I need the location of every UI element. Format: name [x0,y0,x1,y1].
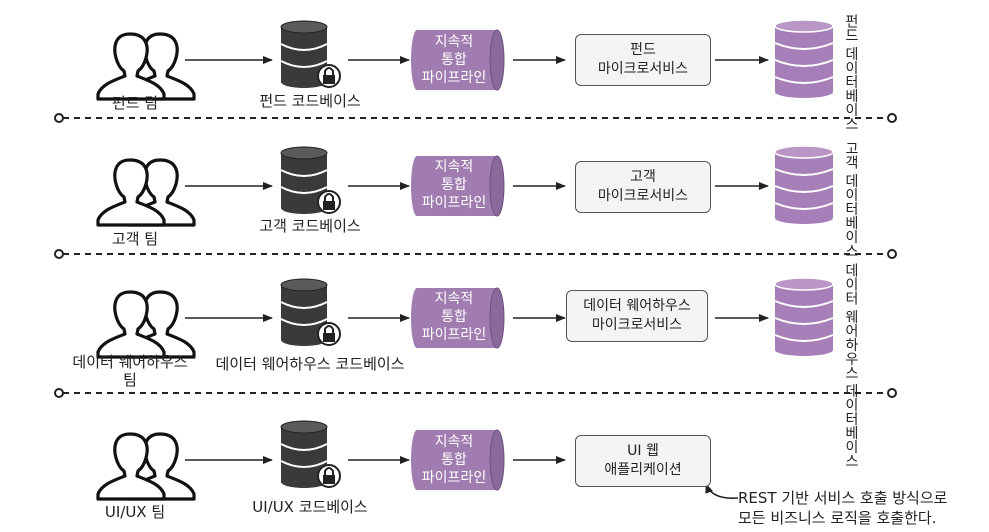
lock-icon-data-warehouse [317,322,341,346]
codebase-database-icon-uiux [280,420,341,488]
database-cylinder-icon-customer [774,145,834,224]
codebase-label-fund: 펀드 코드베이스 [259,92,361,110]
row-separator-1 [54,113,897,123]
row-separator-3 [54,388,897,398]
team-people-icon-uiux [96,432,196,501]
codebase-label-customer: 고객 코드베이스 [259,217,361,235]
codebase-database-icon-data-warehouse [280,278,341,346]
pipeline-cylinder-data-warehouse [411,287,505,349]
pipeline-cylinder-customer [411,155,505,217]
pipeline-cylinder-fund [411,29,505,91]
database-cylinder-icon-fund [774,19,834,98]
codebase-database-icon-fund [280,20,341,88]
codebase-database-icon-customer [280,146,341,214]
database-label-data-warehouse: 데이터 웨어하우스 데이터베이스 [843,263,859,468]
lock-icon-fund [317,64,341,88]
pipeline-cylinder-uiux [411,429,505,491]
database-cylinder-icon-data-warehouse [774,277,834,356]
lock-icon-customer [317,190,341,214]
database-label-fund: 펀드 데이터베이스 [843,14,859,131]
codebase-label-uiux: UI/UX 코드베이스 [252,498,368,516]
codebase-label-data-warehouse: 데이터 웨어하우스 코드베이스 [215,355,405,373]
team-people-icon-customer [96,158,196,227]
team-label-customer: 고객 팀 [111,230,159,248]
database-label-customer: 고객 데이터베이스 [843,141,859,258]
team-label-fund: 펀드 팀 [111,94,159,112]
lock-icon-uiux [317,464,341,488]
team-people-icon-data-warehouse [96,290,196,359]
note-pointer-arrow [705,483,739,500]
team-people-icon-fund [96,32,196,101]
team-label-uiux: UI/UX 팀 [104,503,166,521]
row-separator-2 [54,249,897,259]
